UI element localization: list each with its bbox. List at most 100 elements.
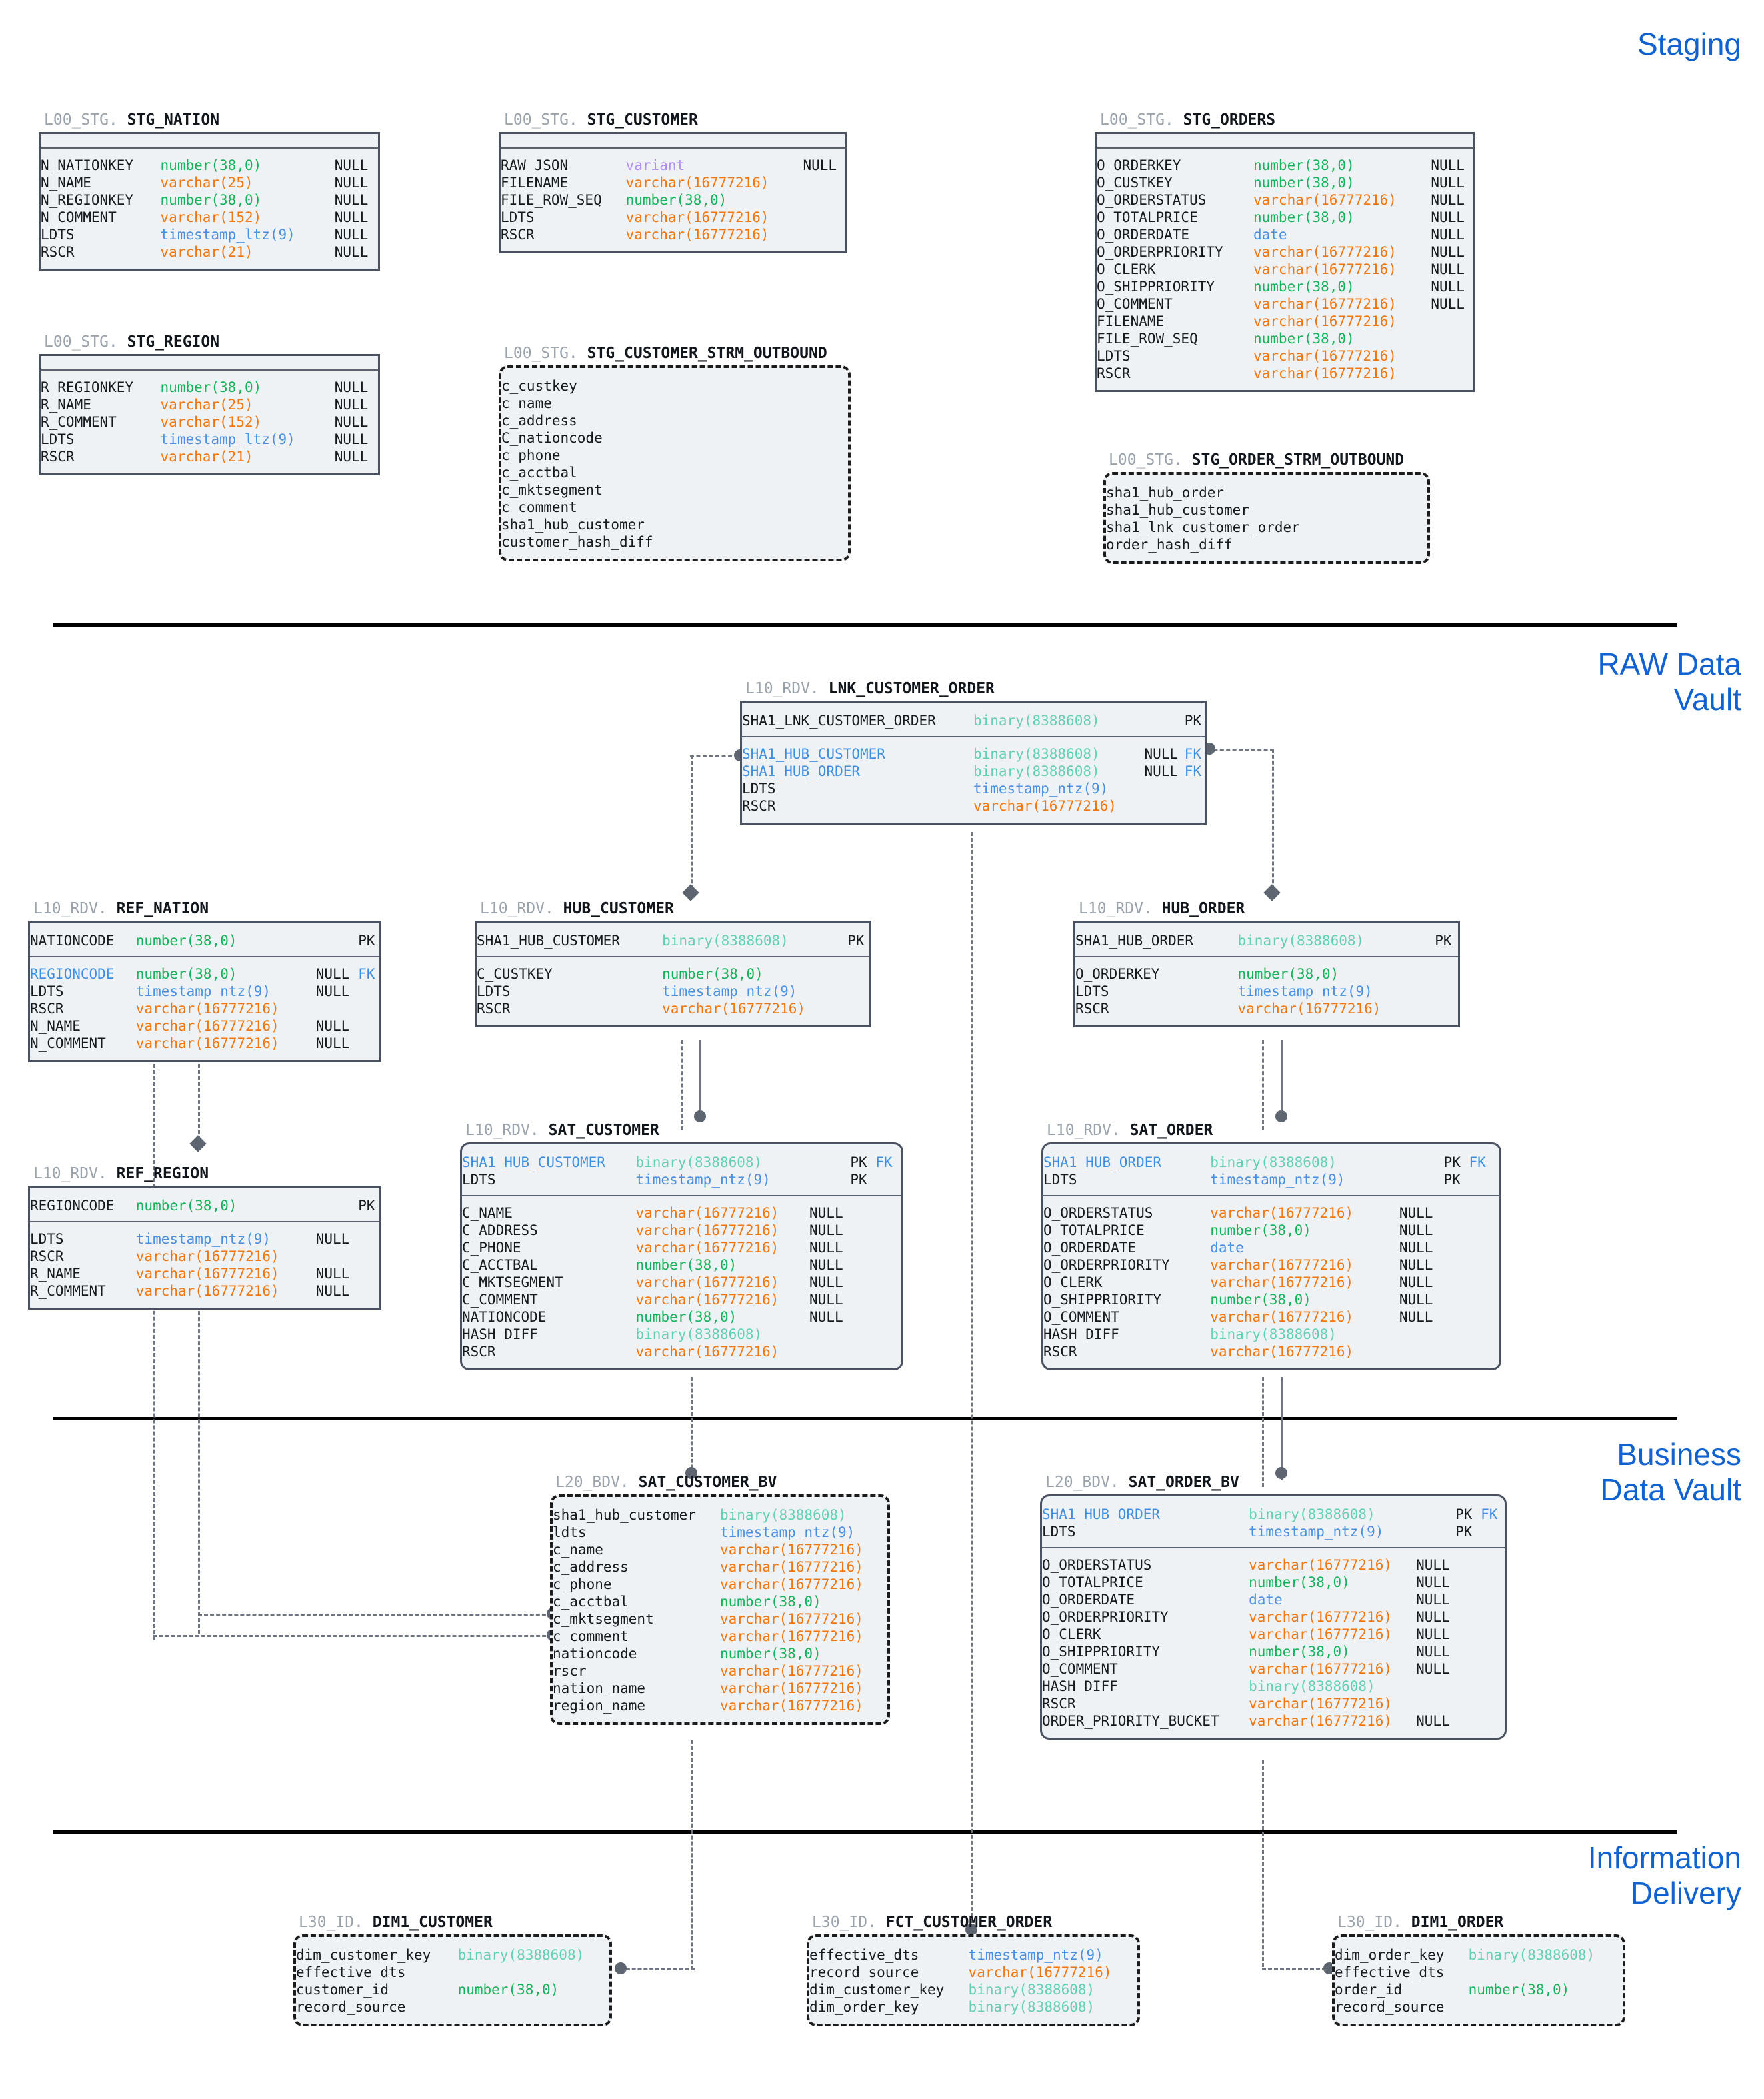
column-type: number(38,0) [720, 1594, 821, 1610]
column-type: number(38,0) [625, 192, 727, 208]
column-name: effective_dts [809, 1947, 919, 1963]
entity-schema: L20_BDV. [555, 1474, 629, 1491]
column-name: effective_dts [296, 1964, 406, 1980]
column-nullable: NULL [334, 414, 369, 430]
column-type: varchar(16777216) [1210, 1274, 1354, 1290]
column-key [1455, 1591, 1505, 1608]
column-key: PK [850, 1172, 867, 1188]
column-key: PK [1435, 933, 1452, 949]
entity-stg-order-strm-outbound[interactable]: L00_STG. STG_ORDER_STRM_OUTBOUND sha1_hu… [1103, 450, 1430, 564]
column-nullable: NULL [809, 1274, 843, 1290]
column-nullable: NULL [1431, 279, 1465, 295]
column-type: varchar(16777216) [635, 1292, 779, 1308]
column-type: varchar(16777216) [625, 227, 769, 243]
column-key [1444, 1343, 1499, 1360]
entity-stg-customer-strm-outbound[interactable]: L00_STG. STG_CUSTOMER_STRM_OUTBOUND c_cu… [499, 343, 851, 561]
column-nullable: NULL [334, 431, 369, 447]
entity-table: HUB_ORDER [1161, 900, 1245, 917]
column-type: binary(8388608) [968, 1999, 1095, 2015]
column-name: c_name [553, 1542, 603, 1558]
column-name: HASH_DIFF [462, 1326, 538, 1342]
column-key [1444, 1256, 1499, 1274]
entity-caption: L00_STG. STG_NATION [39, 110, 380, 130]
column-nullable: NULL [1431, 192, 1465, 208]
entity-schema: L10_RDV. [465, 1122, 539, 1139]
column-type: varchar(16777216) [1253, 192, 1397, 208]
entity-fct-customer-order[interactable]: L30_ID. FCT_CUSTOMER_ORDER effective_dts… [807, 1912, 1140, 2026]
column-type: varchar(16777216) [1253, 313, 1397, 329]
entity-schema: L00_STG. [504, 345, 578, 362]
column-name: FILE_ROW_SEQ [501, 192, 602, 208]
column-nullable [1399, 1326, 1444, 1343]
column-type: binary(8388608) [457, 1947, 585, 1963]
column-name: REGIONCODE [30, 1198, 115, 1214]
column-row: C_nationcode [501, 429, 848, 447]
column-name: O_TOTALPRICE [1097, 209, 1198, 225]
section-title-business-data-vault: Business Data Vault [1600, 1437, 1741, 1507]
entity-table: HUB_CUSTOMER [563, 900, 674, 917]
column-type: varchar(16777216) [720, 1576, 863, 1592]
column-nullable [1144, 780, 1184, 797]
entity-lnk-customer-order[interactable]: L10_RDV. LNK_CUSTOMER_ORDER SHA1_LNK_CUS… [740, 679, 1207, 825]
entity-sat-customer-bv[interactable]: L20_BDV. SAT_CUSTOMER_BV sha1_hub_custom… [550, 1472, 890, 1725]
entity-schema: L10_RDV. [1047, 1122, 1121, 1139]
column-key [850, 1222, 901, 1239]
column-nullable: NULL [315, 1018, 350, 1034]
entity-caption: L10_RDV. SAT_ORDER [1041, 1120, 1501, 1140]
column-row: sha1_hub_order [1106, 484, 1427, 501]
column-nullable: NULL [809, 1309, 843, 1325]
column-key [1455, 1626, 1505, 1643]
column-type: timestamp_ntz(9) [1210, 1172, 1345, 1188]
column-type: varchar(16777216) [720, 1680, 863, 1696]
column-name: R_NAME [30, 1266, 81, 1282]
column-name: LDTS [1075, 983, 1109, 999]
column-key [850, 1274, 901, 1291]
column-key [358, 1017, 379, 1035]
connector-sat-order-to-bv [1281, 1377, 1283, 1480]
column-nullable: NULL [809, 1292, 843, 1308]
column-name: N_REGIONKEY [41, 192, 134, 208]
entity-table: DIM1_ORDER [1411, 1914, 1504, 1931]
column-type: varchar(16777216) [720, 1542, 863, 1558]
column-nullable: NULL [809, 1205, 843, 1221]
column-key: FK [1184, 763, 1202, 779]
column-name: FILENAME [501, 175, 569, 191]
column-key: FK [358, 966, 375, 982]
entity-table: FCT_CUSTOMER_ORDER [885, 1914, 1053, 1931]
column-type: number(38,0) [1253, 209, 1355, 225]
column-type: variant [625, 157, 685, 173]
column-type: timestamp_ntz(9) [135, 1231, 271, 1247]
column-type: timestamp_ntz(9) [968, 1947, 1103, 1963]
